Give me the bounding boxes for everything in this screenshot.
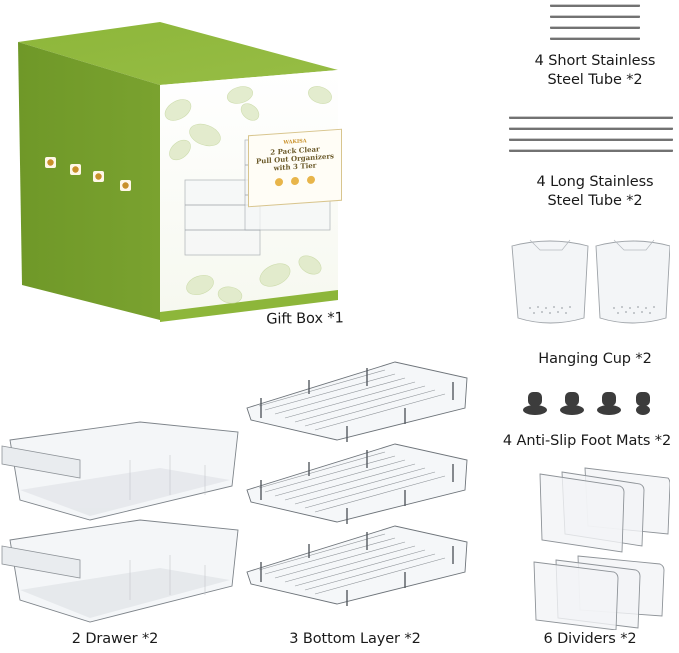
- tube: [509, 116, 673, 119]
- long-tubes-image: [509, 114, 674, 154]
- dividers-label: 6 Dividers *2: [543, 631, 637, 647]
- bottom-layers-image: [246, 361, 468, 607]
- box-info-card: WAKISA 2 Pack Clear Pull Out Organizers …: [248, 128, 342, 208]
- long-tube-label-line-2: Steel Tube *2: [547, 193, 643, 209]
- short-tube-label-line-1: 4 Short Stainless: [534, 53, 656, 69]
- gift-box-label: Gift Box *1: [266, 310, 344, 328]
- tube: [509, 149, 673, 152]
- drawer-label: 2 Drawer *2: [71, 631, 159, 647]
- short-tubes-image: [550, 2, 642, 40]
- short-tube-label: 4 Short Stainless Steel Tube *2: [530, 52, 660, 90]
- gift-box-image: [0, 0, 340, 330]
- tube: [509, 138, 673, 141]
- box-feature-icons: [249, 174, 341, 188]
- tube: [550, 26, 640, 29]
- hanging-cup-label: Hanging Cup *2: [538, 351, 652, 367]
- short-tube-label-line-2: Steel Tube *2: [547, 72, 643, 88]
- tube: [550, 37, 640, 40]
- feature-icon: [307, 175, 315, 185]
- gift-box-illustration: [18, 22, 338, 322]
- long-tube-label: 4 Long Stainless Steel Tube *2: [530, 173, 660, 211]
- feature-icon: [275, 177, 283, 187]
- feature-icon: [291, 176, 299, 186]
- foot-mats-image: [523, 392, 650, 415]
- tube: [509, 127, 673, 130]
- tube: [550, 15, 640, 18]
- bottom-layer-label: 3 Bottom Layer *2: [289, 631, 421, 647]
- foot-mats-label: 4 Anti-Slip Foot Mats *2: [502, 433, 672, 449]
- long-tube-label-line-1: 4 Long Stainless: [536, 174, 654, 190]
- dividers-image: [533, 467, 670, 630]
- hanging-cups-image: [511, 239, 670, 324]
- drawers-image: [1, 421, 239, 623]
- tube: [550, 4, 640, 7]
